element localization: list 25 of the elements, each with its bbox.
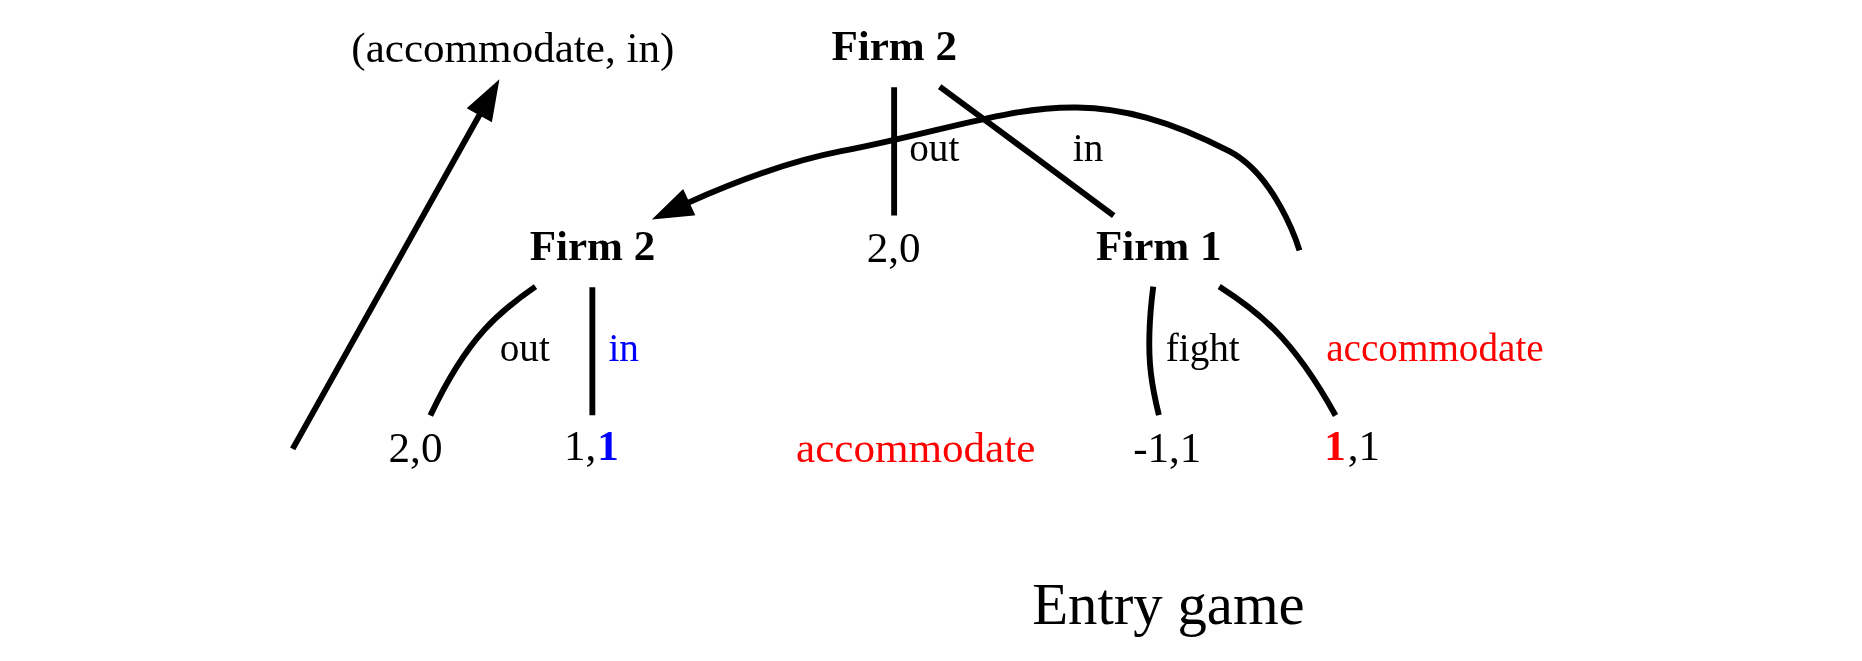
label: Entry game [1032, 572, 1305, 638]
arrow [651, 104, 1303, 252]
connector [427, 284, 538, 417]
node-text: 1,1 [563, 422, 619, 470]
connector [891, 87, 898, 216]
node-text: Firm 2 [831, 22, 958, 70]
connector [1146, 286, 1162, 416]
connector [1217, 284, 1339, 417]
node-text: Firm 2 [529, 222, 656, 270]
connector [589, 287, 596, 416]
node-text: Firm 1 [1095, 222, 1222, 270]
arrow [290, 79, 500, 451]
connector [937, 84, 1116, 218]
node-text: (accommodate, in) [351, 24, 675, 72]
edge-label: in [1072, 126, 1104, 169]
node-label: accommodate [796, 423, 1036, 471]
node-text: 2,0 [388, 423, 443, 471]
edge-label: in [608, 325, 639, 369]
edge-label: accommodate [1326, 325, 1544, 369]
node-text: 1,1 [1324, 422, 1381, 470]
node-text: -1,1 [1133, 423, 1202, 471]
node-text: 2,0 [866, 224, 921, 272]
edge-label: out [909, 126, 960, 169]
edge-label: fight [1165, 325, 1240, 369]
edge-label: out [499, 325, 550, 369]
